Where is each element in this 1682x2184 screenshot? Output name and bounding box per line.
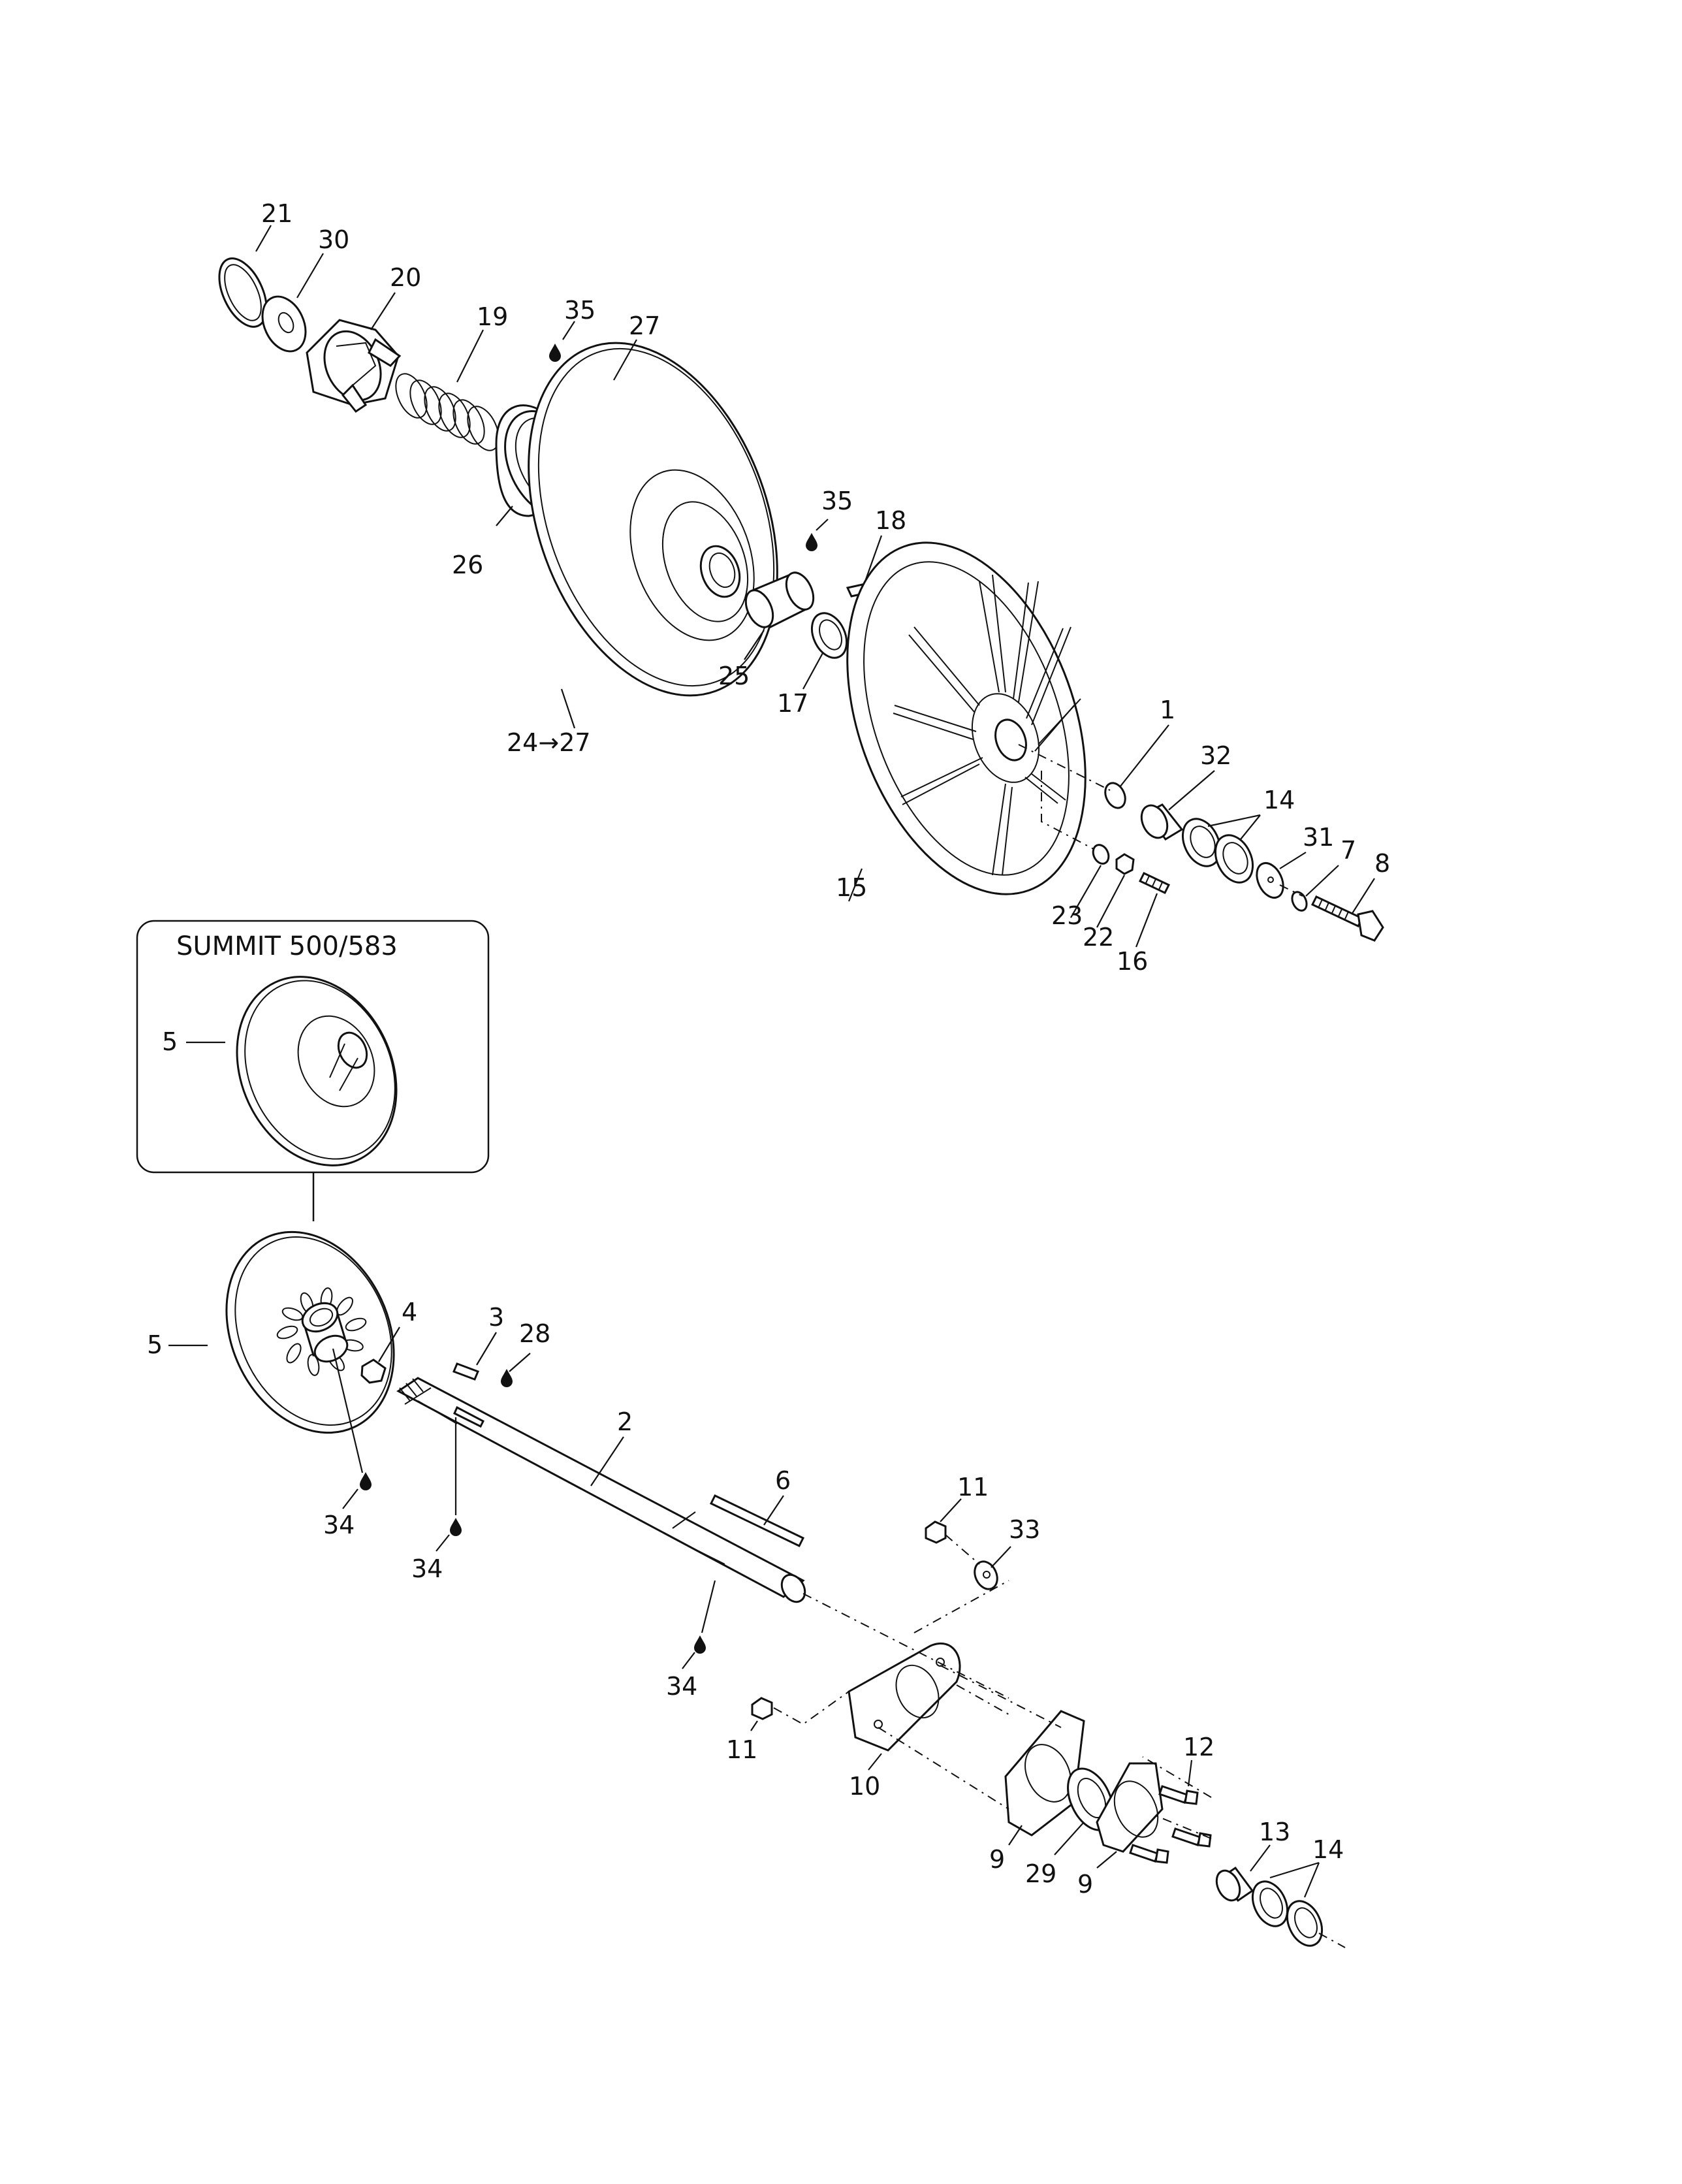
callout-7: 7 [1341, 836, 1356, 865]
bushing-25 [744, 571, 815, 628]
inset-title: SUMMIT 500/583 [176, 931, 398, 961]
callout-29: 29 [1025, 1859, 1056, 1888]
callout-35-upper: 35 [564, 296, 595, 325]
callout-25: 25 [718, 662, 750, 690]
callout-23: 23 [1051, 901, 1083, 930]
callout-3: 3 [488, 1303, 504, 1332]
nut-11-top [925, 1520, 947, 1544]
part-4 [360, 1358, 387, 1384]
callout-22: 22 [1083, 923, 1114, 952]
fixed-half-15 [846, 541, 1087, 895]
inset-sheave-5 [236, 976, 398, 1166]
callout-16: 16 [1117, 947, 1148, 976]
washer-23 [1092, 844, 1110, 865]
callout-5-inset: 5 [162, 1027, 178, 1056]
callout-labels: 21 30 20 19 35 27 26 35 18 25 17 24→27 1… [147, 199, 1390, 1899]
oil-drop-icon [360, 1472, 372, 1490]
spring-19 [395, 373, 500, 451]
cam-20 [306, 319, 402, 413]
callout-5: 5 [147, 1330, 163, 1359]
callout-32: 32 [1200, 741, 1231, 770]
key-6 [709, 1494, 805, 1547]
lock-washer-7 [1291, 891, 1308, 912]
washer-33 [974, 1560, 998, 1590]
callout-33: 33 [1009, 1515, 1040, 1544]
oil-drop-icon [450, 1518, 462, 1536]
washers-14 [1181, 818, 1254, 884]
callout-11-top: 11 [957, 1473, 989, 1502]
spacer-32 [1140, 803, 1184, 841]
callout-35-mid: 35 [821, 487, 853, 515]
inset-box [136, 920, 490, 1221]
callout-8: 8 [1374, 849, 1390, 878]
circlip-21 [218, 257, 268, 328]
plate-10 [848, 1642, 961, 1752]
callout-26: 26 [452, 551, 483, 579]
callout-11-lower: 11 [726, 1735, 757, 1764]
fixed-sheave-5 [225, 1230, 395, 1434]
oil-drop-icon [549, 344, 561, 362]
callout-9-left: 9 [989, 1845, 1005, 1874]
washers-14-lower [1251, 1880, 1324, 1947]
callout-21: 21 [261, 199, 293, 228]
callout-34-right: 34 [666, 1672, 697, 1701]
callout-19: 19 [477, 302, 508, 331]
nut-22 [1115, 853, 1135, 875]
callout-34-left: 34 [323, 1511, 355, 1539]
washer-1 [1104, 782, 1126, 809]
callout-14-upper: 14 [1263, 786, 1295, 814]
callout-27: 27 [629, 312, 660, 340]
oil-drop-icon [501, 1369, 513, 1387]
callout-9-right: 9 [1077, 1870, 1093, 1899]
bolt-8 [1310, 895, 1384, 942]
callout-13: 13 [1259, 1818, 1290, 1846]
callout-20: 20 [390, 263, 421, 292]
callout-1: 1 [1160, 696, 1175, 724]
bolts-12 [1129, 1785, 1212, 1864]
nut-11-lower [751, 1697, 773, 1720]
callout-34-mid: 34 [411, 1554, 443, 1583]
callout-6: 6 [775, 1466, 791, 1495]
callout-31: 31 [1303, 823, 1334, 852]
callout-17: 17 [777, 689, 808, 718]
key-3 [452, 1362, 479, 1381]
oil-drop-icon [694, 1635, 706, 1654]
washer-31 [1256, 862, 1284, 899]
sliding-half-24 [528, 342, 778, 697]
shaft-2 [396, 1377, 806, 1603]
callout-18: 18 [875, 506, 906, 535]
callout-10: 10 [849, 1772, 880, 1801]
washer-30 [261, 295, 307, 353]
callout-4: 4 [402, 1298, 417, 1326]
callout-30: 30 [318, 225, 349, 254]
washer-17 [810, 612, 848, 659]
callout-28: 28 [519, 1319, 550, 1348]
callout-12: 12 [1183, 1733, 1214, 1761]
set-screw-16 [1138, 872, 1171, 894]
callout-15: 15 [836, 873, 867, 902]
spacer-13 [1215, 1866, 1254, 1903]
callout-14-lower: 14 [1312, 1835, 1344, 1864]
callout-2: 2 [617, 1407, 633, 1436]
callout-24-27: 24→27 [507, 728, 591, 757]
flange-9-right [1096, 1762, 1164, 1853]
oil-drop-icon [806, 533, 817, 551]
